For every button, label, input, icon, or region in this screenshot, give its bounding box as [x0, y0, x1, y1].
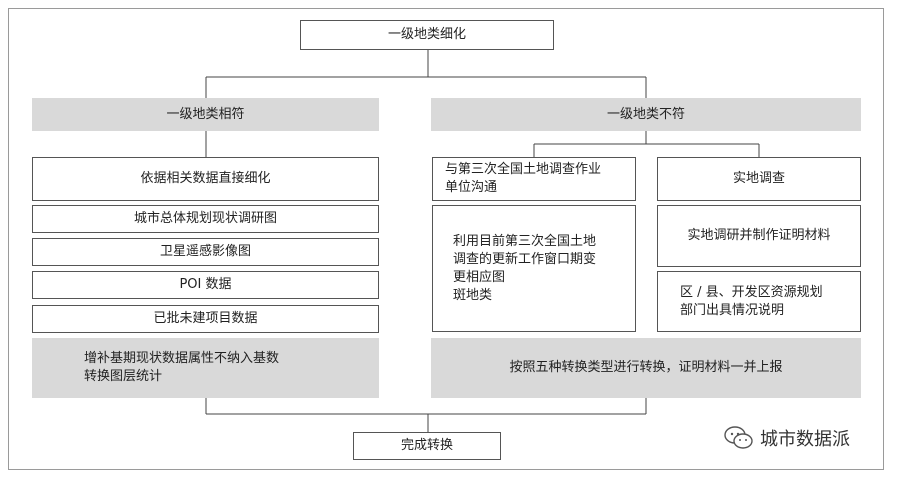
coordination-detail-node: 利用目前第三次全国土地 调查的更新工作窗口期变 更相应图 斑地类: [432, 205, 636, 332]
coordination-detail-label: 利用目前第三次全国土地 调查的更新工作窗口期变 更相应图 斑地类: [453, 233, 597, 303]
source-item-label: 卫星遥感影像图: [159, 244, 251, 259]
left-main-node: 依据相关数据直接细化: [32, 157, 379, 201]
coordination-node: 与第三次全国土地调查作业 单位沟通: [432, 157, 636, 201]
source-item-label: 已批未建项目数据: [153, 311, 258, 326]
field-survey-node: 实地调查: [657, 157, 861, 201]
source-item-label: 城市总体规划现状调研图: [133, 211, 277, 226]
source-item-3: POI 数据: [32, 271, 379, 299]
bottom-node-complete-conversion: 完成转换: [353, 432, 501, 460]
top-node-label: 一级地类细化: [387, 27, 466, 42]
left-footer-node: 增补基期现状数据属性不纳入基数 转换图层统计: [32, 338, 379, 398]
field-explanation-node: 区 / 县、开发区资源规划 部门出具情况说明: [657, 271, 861, 332]
left-header-label: 一级地类相符: [166, 106, 245, 122]
left-footer-label: 增补基期现状数据属性不纳入基数 转换图层统计: [84, 351, 280, 384]
diagram-frame: [8, 8, 884, 470]
source-item-2: 卫星遥感影像图: [32, 238, 379, 266]
right-footer-label: 按照五种转换类型进行转换，证明材料一并上报: [509, 360, 783, 375]
right-header-label: 一级地类不符: [606, 106, 685, 122]
watermark-text: 城市数据派: [760, 429, 850, 450]
coordination-label: 与第三次全国土地调查作业 单位沟通: [445, 162, 602, 195]
field-explanation-label: 区 / 县、开发区资源规划 部门出具情况说明: [680, 284, 823, 318]
left-main-label: 依据相关数据直接细化: [140, 171, 271, 186]
right-header-not-matching: 一级地类不符: [431, 98, 861, 131]
top-node-first-level-refinement: 一级地类细化: [300, 20, 554, 50]
field-material-node: 实地调研并制作证明材料: [657, 205, 861, 267]
field-survey-label: 实地调查: [732, 171, 785, 186]
wechat-icon: [724, 426, 753, 449]
right-footer-node: 按照五种转换类型进行转换，证明材料一并上报: [431, 338, 861, 398]
source-item-label: POI 数据: [179, 277, 232, 292]
bottom-node-label: 完成转换: [400, 438, 453, 453]
source-item-1: 城市总体规划现状调研图: [32, 205, 379, 233]
source-item-4: 已批未建项目数据: [32, 305, 379, 333]
left-header-matching: 一级地类相符: [32, 98, 379, 131]
watermark: 城市数据派: [724, 425, 850, 451]
field-material-label: 实地调研并制作证明材料: [687, 228, 831, 243]
